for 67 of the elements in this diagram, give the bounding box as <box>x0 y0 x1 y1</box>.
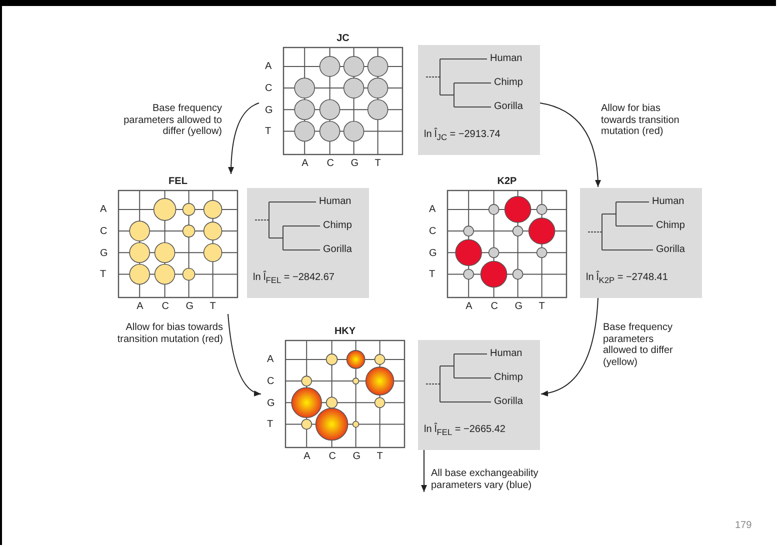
curved-arrow <box>421 450 427 492</box>
curved-arrow <box>540 102 601 188</box>
likelihood-value: ln l̂$_{FEL}$ = −2842.67 <box>253 272 334 286</box>
edge-label: Allow for bias towards transition mutation (red) <box>116 322 223 345</box>
row-label: G <box>267 398 275 409</box>
row-label: G <box>265 104 273 116</box>
taxon-label: Human <box>652 196 684 207</box>
row-label: G <box>100 248 108 259</box>
tree-panel <box>580 188 702 298</box>
column-label: C <box>490 301 498 312</box>
edge-label: All base exchangeability parameters vary (blue) <box>431 468 540 491</box>
row-label: G <box>429 248 437 259</box>
taxon-label: Gorilla <box>656 244 685 255</box>
page-number: 179 <box>735 520 752 531</box>
column-label: C <box>326 158 334 169</box>
curved-arrow <box>540 298 598 396</box>
taxon-label: Human <box>490 53 522 64</box>
likelihood-value: ln l̂$_{FEL}$ = −2665.42 <box>424 424 506 438</box>
likelihood-value: ln l̂$_{JC}$ = −2913.74 <box>424 129 500 143</box>
row-label: A <box>100 204 107 216</box>
column-label: C <box>328 451 336 462</box>
tree-panel <box>247 188 369 298</box>
row-label: T <box>100 269 106 280</box>
taxon-label: Gorilla <box>494 396 523 407</box>
taxon-label: Gorilla <box>323 244 352 255</box>
taxon-label: Human <box>319 196 352 207</box>
column-label: T <box>376 451 383 462</box>
edge-label: Base frequency parameters allowed to differ (yellow) <box>603 322 674 368</box>
taxon-label: Chimp <box>494 372 523 383</box>
edge-label: Base frequency parameters allowed to differ (yellow) <box>122 103 222 138</box>
column-label: A <box>304 451 310 462</box>
row-label: C <box>100 226 108 238</box>
matrix-title: JC <box>336 33 350 44</box>
row-label: A <box>267 354 274 366</box>
matrix-title: K2P <box>496 176 518 187</box>
taxon-label: Chimp <box>656 220 685 231</box>
row-label: C <box>265 83 272 94</box>
row-label: C <box>429 226 436 238</box>
taxon-label: Chimp <box>494 77 523 88</box>
column-label: A <box>466 301 472 312</box>
likelihood-value: ln l̂$_{K2P}$ = −2748.41 <box>586 272 668 286</box>
curved-arrow <box>228 314 262 396</box>
column-label: T <box>210 301 216 312</box>
edge-label: Allow for bias towards transition mutation (red) <box>601 103 680 138</box>
row-label: T <box>429 269 436 280</box>
taxon-label: Human <box>490 348 522 359</box>
row-label: A <box>265 61 272 72</box>
curved-arrow <box>228 102 260 174</box>
column-label: G <box>514 301 523 312</box>
row-label: T <box>265 126 272 138</box>
column-label: C <box>162 301 170 312</box>
taxon-label: Gorilla <box>494 101 523 112</box>
matrix-title: HKY <box>333 326 357 337</box>
column-label: A <box>136 301 144 312</box>
column-label: G <box>350 158 359 169</box>
column-label: A <box>302 158 308 169</box>
tree-panel <box>418 340 540 450</box>
row-label: T <box>267 419 274 430</box>
column-label: G <box>352 451 361 462</box>
taxon-label: Chimp <box>323 220 352 231</box>
row-label: C <box>267 376 274 388</box>
matrix-title: FEL <box>168 176 188 187</box>
column-label: T <box>538 301 545 312</box>
column-label: T <box>374 158 381 169</box>
tree-panel <box>418 45 540 155</box>
row-label: A <box>429 204 436 216</box>
column-label: G <box>186 301 194 312</box>
